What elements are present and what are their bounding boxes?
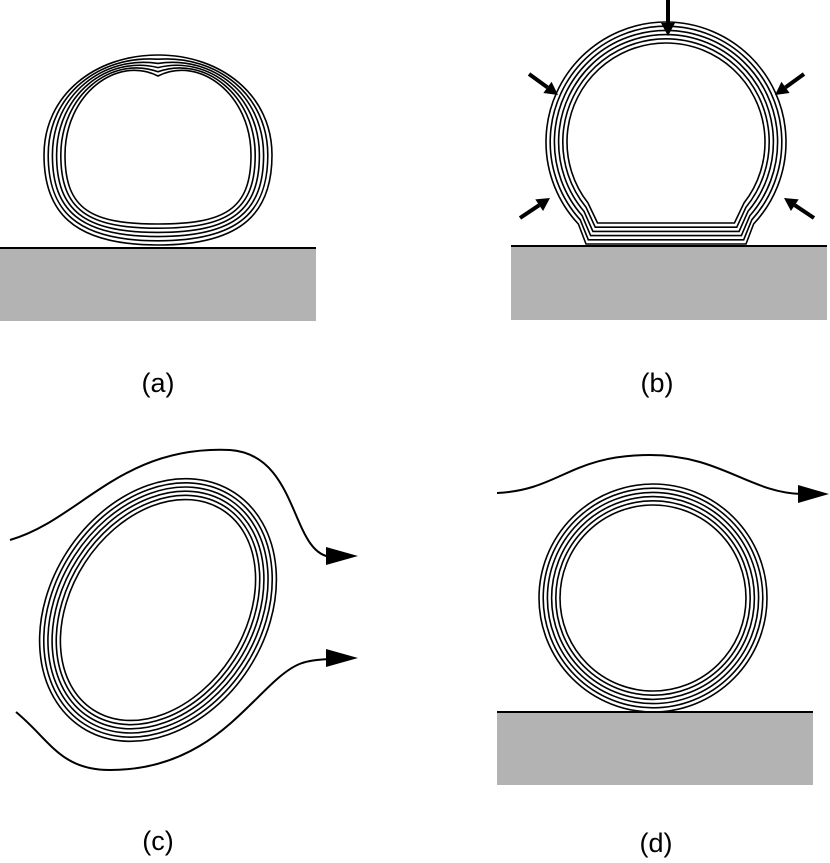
flow-arrowhead-d [798, 485, 829, 503]
compression-arrows [518, 0, 816, 220]
membrane-layer [59, 67, 257, 230]
membrane-layer [538, 483, 768, 713]
membrane-layer [43, 54, 273, 246]
membrane-layer [55, 64, 261, 234]
force-arrow-head [661, 23, 675, 36]
panel-label-c: (c) [142, 826, 174, 856]
membrane-layer [55, 494, 261, 726]
membrane-layer [59, 498, 257, 722]
flow-streamline-upper-c [9, 448, 333, 558]
membrane-layer [566, 42, 766, 224]
flow-streamline-d [496, 453, 803, 495]
flow-arrowhead-lower-c [326, 649, 358, 667]
panel-c [9, 448, 358, 772]
force-arrow-head [535, 198, 550, 212]
force-arrow-head [775, 81, 790, 95]
membrane-layer [559, 504, 747, 692]
membrane-layer [47, 486, 269, 734]
flow-arrowhead-upper-c [326, 547, 358, 565]
membrane-layer [562, 38, 770, 228]
panel-d [496, 453, 829, 785]
multilamellar-vesicle-d [538, 483, 768, 713]
multilamellar-vesicle-b [545, 21, 787, 245]
membrane-layer [546, 491, 760, 705]
membrane-layer [42, 482, 274, 738]
panel-label-b: (b) [640, 368, 674, 398]
multilamellar-vesicle-c [38, 477, 278, 743]
substrate-d [497, 712, 813, 785]
membrane-layer [51, 490, 265, 730]
membrane-layer [553, 29, 779, 237]
membrane-layer [542, 487, 764, 709]
force-arrow-head [543, 81, 558, 95]
membrane-layer [47, 58, 269, 242]
force-arrow-shaft [784, 72, 806, 89]
force-arrow-shaft [518, 203, 541, 220]
membrane-layer [64, 69, 252, 225]
membrane-layer [545, 21, 787, 245]
force-arrow-head [784, 198, 799, 212]
membrane-layer [557, 33, 775, 233]
panel-a [0, 54, 316, 321]
force-arrow-shaft [793, 203, 816, 220]
substrate-a [0, 248, 316, 321]
membrane-layer [38, 477, 278, 743]
membrane-layer [51, 61, 265, 238]
membrane-layer [549, 25, 783, 241]
force-arrow-shaft [527, 72, 549, 89]
panel-b [511, 0, 827, 320]
multilamellar-vesicle-a [43, 54, 273, 246]
flow-streamline-lower-c [15, 658, 331, 772]
panel-label-d: (d) [639, 828, 673, 858]
substrate-b [511, 246, 827, 320]
panel-label-a: (a) [141, 368, 175, 398]
membrane-layer [550, 495, 756, 701]
membrane-layer [554, 499, 751, 696]
